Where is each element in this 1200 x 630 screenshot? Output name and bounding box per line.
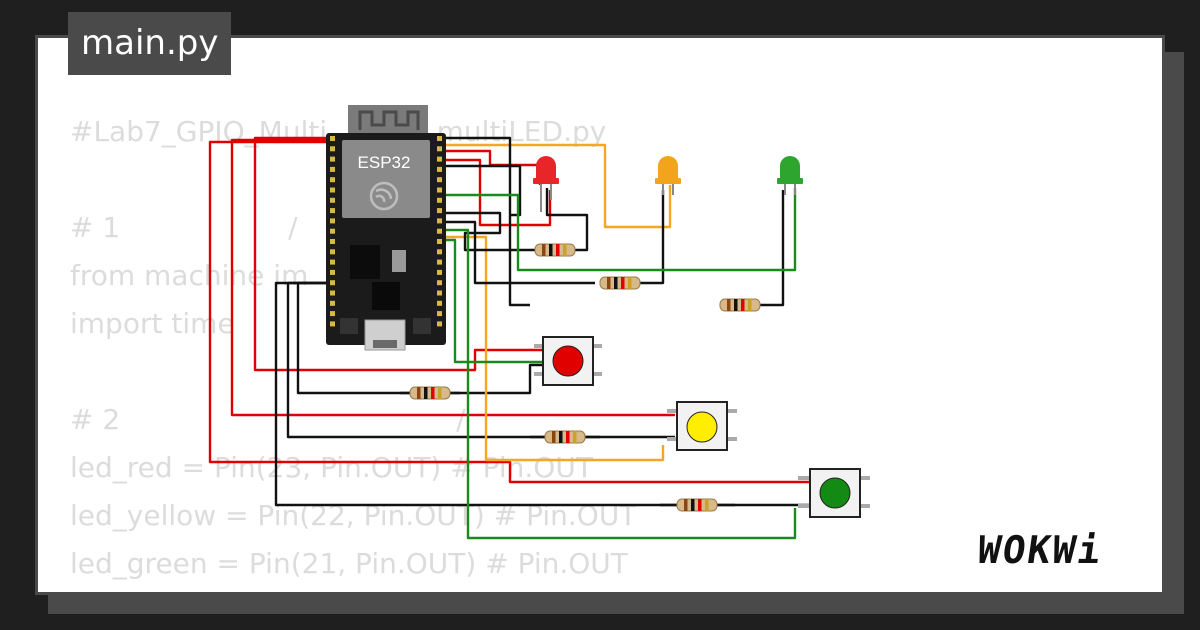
antenna-trace bbox=[358, 110, 420, 130]
code-line: led_red = Pin(23, Pin.OUT) # Pin.OUT bbox=[70, 451, 593, 484]
board-pin[interactable] bbox=[437, 197, 442, 203]
wokwi-logo: WOKWi bbox=[974, 528, 1106, 572]
board-pin[interactable] bbox=[330, 187, 335, 193]
code-line: # 1 / bbox=[70, 211, 298, 244]
board-pin[interactable] bbox=[330, 321, 335, 327]
voltage-regulator bbox=[350, 245, 380, 279]
wire-black-button-green bbox=[274, 281, 810, 507]
resistor[interactable] bbox=[599, 276, 641, 290]
esp32-board[interactable]: ESP32 bbox=[326, 105, 446, 351]
wire-black-gnd-1 bbox=[438, 136, 530, 307]
led-yellow[interactable] bbox=[655, 156, 681, 195]
board-pin[interactable] bbox=[330, 290, 335, 296]
board-pin[interactable] bbox=[330, 269, 335, 275]
led-red[interactable] bbox=[533, 156, 559, 212]
pin-header-left bbox=[330, 136, 335, 327]
code-line: import time bbox=[70, 307, 235, 340]
board-pin[interactable] bbox=[437, 208, 442, 214]
board-pin[interactable] bbox=[330, 208, 335, 214]
capacitor bbox=[392, 250, 406, 272]
board-pin[interactable] bbox=[437, 136, 442, 141]
file-tab[interactable]: main.py bbox=[68, 12, 232, 75]
code-line: from machine im bbox=[70, 259, 309, 292]
board-pin[interactable] bbox=[437, 166, 442, 172]
board-pin[interactable] bbox=[330, 259, 335, 265]
pushbutton-yellow[interactable] bbox=[667, 401, 737, 451]
board-pin[interactable] bbox=[330, 249, 335, 255]
board-pin[interactable] bbox=[437, 321, 442, 327]
pushbutton-green[interactable] bbox=[798, 468, 870, 518]
board-pin[interactable] bbox=[330, 177, 335, 183]
board-pin[interactable] bbox=[330, 280, 335, 286]
wire-orange-button-yellow bbox=[438, 235, 665, 462]
board-pin[interactable] bbox=[330, 136, 335, 141]
board-pin[interactable] bbox=[437, 249, 442, 255]
board-pin[interactable] bbox=[437, 311, 442, 317]
code-line: led_green = Pin(21, Pin.OUT) # Pin.OUT bbox=[70, 547, 628, 580]
wire-black-led-green-gnd bbox=[760, 190, 785, 307]
board-pin[interactable] bbox=[437, 280, 442, 286]
resistor[interactable] bbox=[534, 243, 576, 257]
board-pin[interactable] bbox=[330, 166, 335, 172]
usb-chip bbox=[372, 282, 400, 310]
wire-black-led-yellow-gnd bbox=[640, 190, 665, 285]
board-pin[interactable] bbox=[330, 156, 335, 162]
usb-port-opening bbox=[373, 340, 397, 348]
resistor[interactable] bbox=[409, 386, 451, 400]
board-pin[interactable] bbox=[330, 228, 335, 234]
board-pin[interactable] bbox=[437, 290, 442, 296]
pushbutton-red[interactable] bbox=[534, 336, 602, 386]
wire-black-res-2 bbox=[438, 220, 595, 285]
board-label: ESP32 bbox=[358, 153, 411, 172]
board-pin[interactable] bbox=[437, 187, 442, 193]
preview-card: #Lab7_GPIO_Multi in_multiLED.py# 1 /from… bbox=[35, 35, 1165, 595]
pin-header-right bbox=[437, 136, 442, 327]
resistor[interactable] bbox=[544, 430, 586, 444]
wire-red-led-red bbox=[438, 149, 542, 185]
board-pin[interactable] bbox=[437, 300, 442, 306]
board-pin[interactable] bbox=[437, 177, 442, 183]
resistor[interactable] bbox=[676, 498, 718, 512]
board-pin[interactable] bbox=[330, 218, 335, 224]
led-green[interactable] bbox=[777, 156, 803, 195]
board-pin[interactable] bbox=[437, 239, 442, 244]
boot-button[interactable] bbox=[413, 318, 431, 334]
board-pin[interactable] bbox=[330, 197, 335, 203]
wire-red-led-red-2 bbox=[438, 158, 552, 227]
board-pin[interactable] bbox=[330, 300, 335, 306]
board-pin[interactable] bbox=[437, 269, 442, 275]
code-line: # 2 / bbox=[70, 403, 466, 436]
board-pin[interactable] bbox=[437, 259, 442, 265]
espressif-logo bbox=[369, 181, 399, 211]
wire-black-led-red-gnd bbox=[545, 188, 589, 252]
wire-red-button-yellow bbox=[230, 138, 675, 417]
board-pin[interactable] bbox=[330, 311, 335, 317]
resistor[interactable] bbox=[719, 298, 761, 312]
wire-red-button-green bbox=[208, 140, 810, 484]
board-pin[interactable] bbox=[437, 156, 442, 162]
board-pin[interactable] bbox=[437, 146, 442, 152]
board-pin[interactable] bbox=[437, 218, 442, 224]
wire-orange-led-yellow bbox=[438, 143, 672, 229]
en-button[interactable] bbox=[340, 318, 358, 334]
wire-green-led-green bbox=[438, 188, 797, 272]
board-pin[interactable] bbox=[330, 239, 335, 244]
board-pin[interactable] bbox=[437, 228, 442, 234]
wire-black-res-1 bbox=[438, 211, 535, 252]
board-pin[interactable] bbox=[330, 146, 335, 152]
esp32-module-shield bbox=[342, 140, 430, 218]
wire-green-button-red bbox=[438, 238, 543, 364]
wire-black-res-3 bbox=[438, 164, 522, 217]
wire-green-button-green bbox=[438, 228, 797, 540]
